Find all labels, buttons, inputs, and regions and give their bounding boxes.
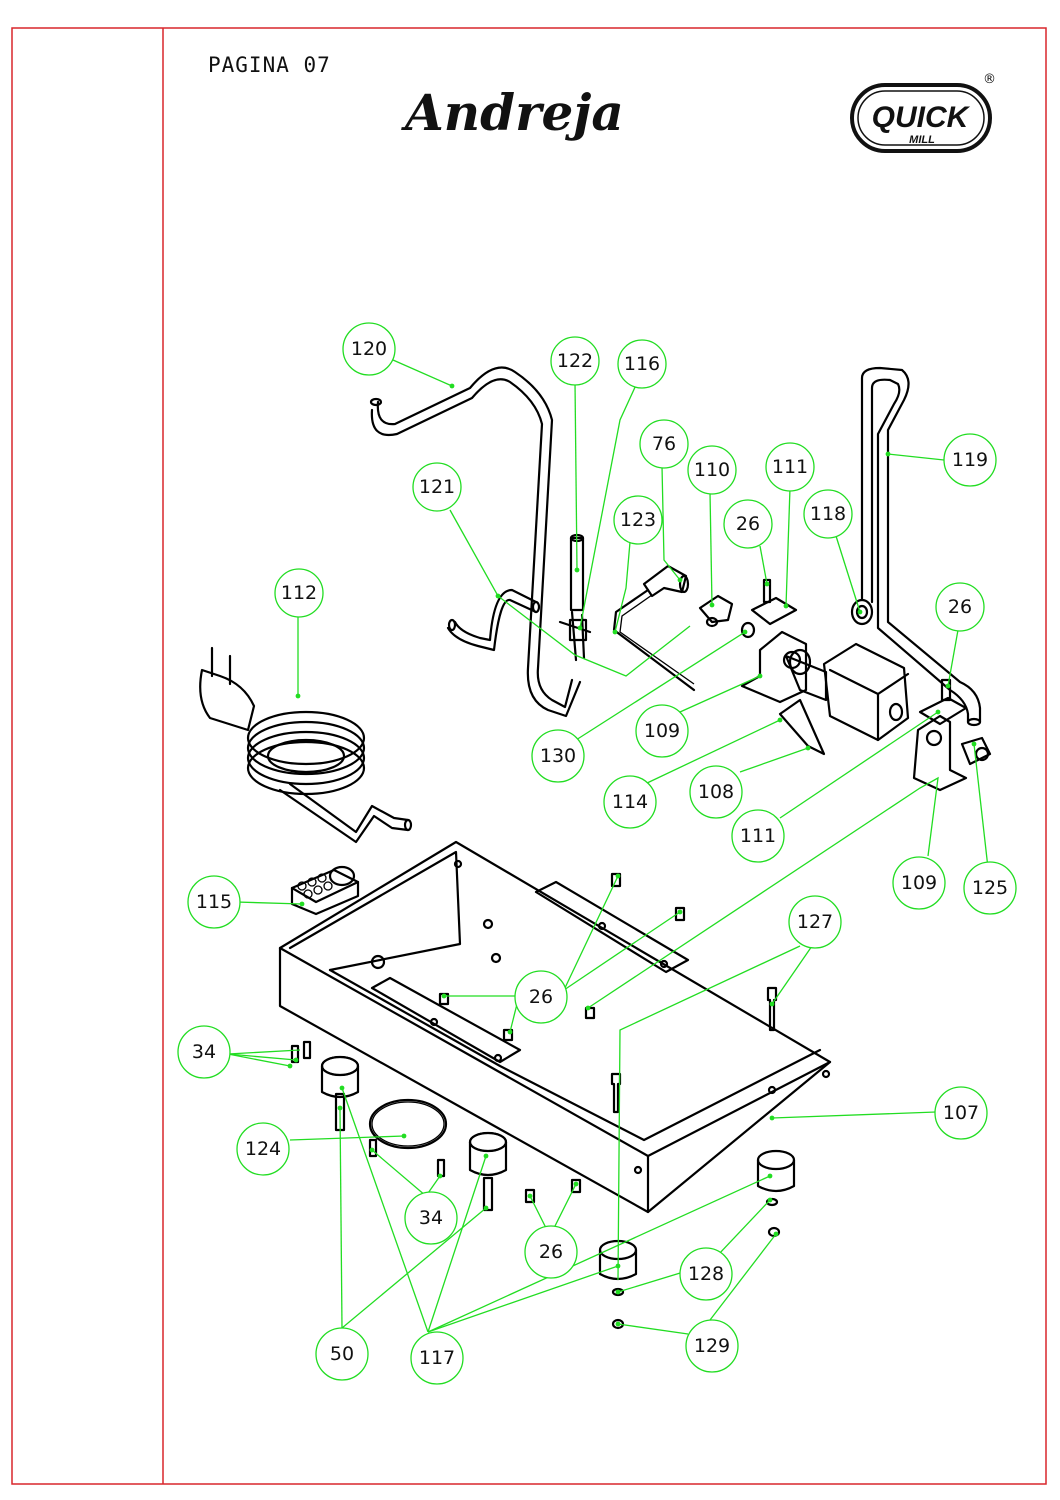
callout-122: 122 <box>550 336 600 386</box>
svg-text:108: 108 <box>698 781 734 803</box>
svg-text:26: 26 <box>736 513 760 535</box>
callout-124: 124 <box>236 1122 290 1176</box>
svg-text:124: 124 <box>245 1138 281 1160</box>
svg-text:50: 50 <box>330 1343 354 1365</box>
callout-109-lower: 109 <box>892 856 946 910</box>
callout-111-upper: 111 <box>765 442 815 492</box>
callout-130: 130 <box>531 729 585 783</box>
callout-26-right: 26 <box>935 582 985 632</box>
callout-115: 115 <box>187 875 241 929</box>
callout-119: 119 <box>943 433 997 487</box>
svg-text:122: 122 <box>557 350 593 372</box>
quick-mill-logo: QUICK MILL ® <box>850 72 996 153</box>
svg-text:26: 26 <box>529 986 553 1008</box>
page-frame <box>11 27 1047 1485</box>
callout-123: 123 <box>613 495 663 545</box>
callout-129: 129 <box>685 1319 739 1373</box>
svg-text:121: 121 <box>419 476 455 498</box>
svg-text:129: 129 <box>694 1335 730 1357</box>
svg-text:111: 111 <box>740 825 776 847</box>
callout-127: 127 <box>788 895 842 949</box>
callout-110: 110 <box>687 445 737 495</box>
svg-text:119: 119 <box>952 449 988 471</box>
svg-text:112: 112 <box>281 582 317 604</box>
svg-text:110: 110 <box>694 459 730 481</box>
callout-120: 120 <box>342 322 396 376</box>
svg-text:109: 109 <box>901 872 937 894</box>
callout-117: 117 <box>410 1331 464 1385</box>
callout-128: 128 <box>679 1247 733 1301</box>
foot-left <box>320 1055 360 1099</box>
callout-26-lower: 26 <box>524 1225 578 1279</box>
foot-right <box>756 1149 796 1193</box>
svg-text:34: 34 <box>192 1041 216 1063</box>
svg-text:26: 26 <box>948 596 972 618</box>
logo-sub: MILL <box>909 134 935 146</box>
parts-linework <box>199 366 992 1330</box>
callout-121: 121 <box>412 462 462 512</box>
svg-text:76: 76 <box>652 433 676 455</box>
svg-text:109: 109 <box>644 720 680 742</box>
svg-text:34: 34 <box>419 1207 443 1229</box>
callout-107: 107 <box>934 1086 988 1140</box>
svg-text:115: 115 <box>196 891 232 913</box>
callout-118: 118 <box>803 489 853 539</box>
callout-116: 116 <box>617 339 667 389</box>
svg-text:107: 107 <box>943 1102 979 1124</box>
callout-112: 112 <box>274 568 324 618</box>
callout-50: 50 <box>315 1327 369 1381</box>
callout-125: 125 <box>963 861 1017 915</box>
callout-76: 76 <box>639 419 689 469</box>
model-title: Andreja <box>401 83 624 142</box>
logo-brand: QUICK <box>872 101 971 134</box>
leader-dots <box>287 383 977 1327</box>
callout-34-lower: 34 <box>404 1191 458 1245</box>
svg-text:128: 128 <box>688 1263 724 1285</box>
callout-leaders <box>227 359 989 1335</box>
svg-text:117: 117 <box>419 1347 455 1369</box>
foot-mid <box>468 1131 508 1177</box>
registered-mark: ® <box>983 72 996 87</box>
page-label: PAGINA 07 <box>208 53 331 77</box>
svg-text:127: 127 <box>797 911 833 933</box>
callout-34-left: 34 <box>177 1025 231 1079</box>
callout-109-upper: 109 <box>635 704 689 758</box>
svg-text:125: 125 <box>972 877 1008 899</box>
svg-text:111: 111 <box>772 456 808 478</box>
svg-text:114: 114 <box>612 791 648 813</box>
svg-text:120: 120 <box>351 338 387 360</box>
svg-text:130: 130 <box>540 745 576 767</box>
callout-26-tray: 26 <box>514 970 568 1024</box>
callout-111-lower: 111 <box>731 809 785 863</box>
svg-text:118: 118 <box>810 503 846 525</box>
svg-text:26: 26 <box>539 1241 563 1263</box>
svg-text:116: 116 <box>624 353 660 375</box>
callout-108: 108 <box>689 765 743 819</box>
tube-120 <box>376 366 574 709</box>
callout-26-upper: 26 <box>723 499 773 549</box>
svg-text:123: 123 <box>620 509 656 531</box>
callout-114: 114 <box>603 775 657 829</box>
callout-bubbles: 120 122 116 76 110 111 119 121 123 26 11… <box>177 322 1017 1385</box>
